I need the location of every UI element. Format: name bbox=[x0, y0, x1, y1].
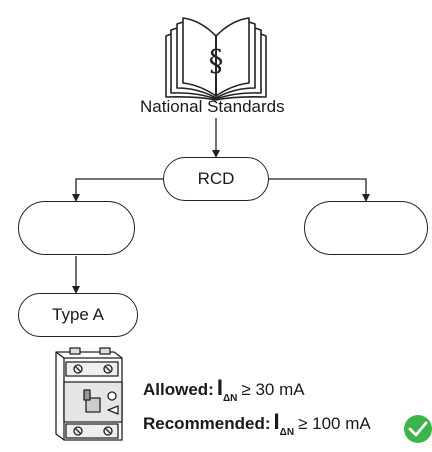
rcd-node-label: RCD bbox=[197, 169, 235, 188]
allowed-spec-value: ≥ 30 mA bbox=[241, 380, 305, 399]
recommended-check-icon bbox=[404, 415, 432, 443]
type-node: Type A bbox=[18, 293, 138, 337]
recommended-spec: Recommended: I ΔN ≥ 100 mA bbox=[143, 409, 371, 439]
recommended-spec-symbol: I bbox=[273, 409, 280, 434]
recommended-spec-subscript: ΔN bbox=[279, 427, 295, 438]
allowed-node bbox=[18, 201, 135, 255]
not-allowed-node bbox=[304, 201, 428, 255]
allowed-spec: Allowed: I ΔN ≥ 30 mA bbox=[143, 375, 305, 405]
allowed-spec-symbol: I bbox=[216, 375, 223, 400]
type-node-label: Type A bbox=[52, 305, 104, 324]
book-section-icon: § bbox=[165, 17, 267, 101]
svg-text:§: § bbox=[209, 44, 224, 79]
rcd-device-icon bbox=[55, 347, 123, 441]
recommended-spec-label: Recommended: bbox=[143, 414, 271, 433]
national-standards-label: National Standards bbox=[140, 97, 285, 116]
allowed-spec-subscript: ΔN bbox=[222, 393, 238, 404]
recommended-spec-value: ≥ 100 mA bbox=[298, 414, 371, 433]
connectors bbox=[72, 118, 370, 294]
rcd-node: RCD bbox=[163, 157, 269, 201]
allowed-spec-label: Allowed: bbox=[143, 380, 214, 399]
